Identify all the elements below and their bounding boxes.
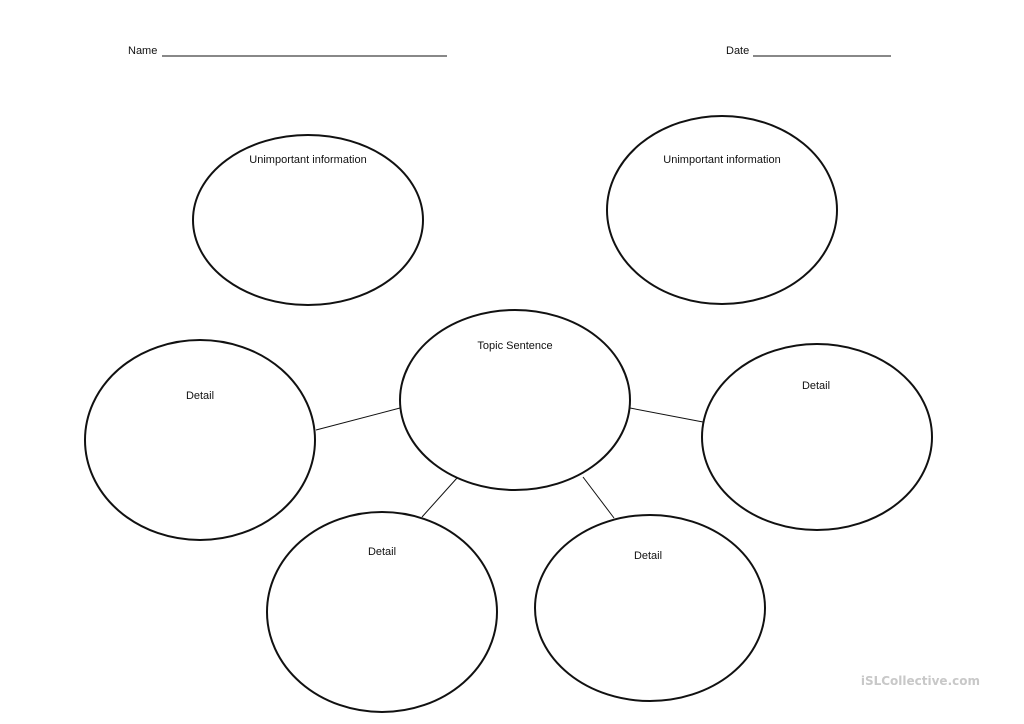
topic-label: Topic Sentence (477, 340, 552, 352)
date-label: Date (726, 45, 749, 57)
unimportant-left-label: Unimportant information (249, 154, 366, 166)
connector-bottom-left (421, 477, 458, 518)
detail-bubble-left (84, 339, 316, 541)
connector-right (629, 407, 704, 423)
detail-bubble-bottom-left (266, 511, 498, 713)
detail-bubble-bottom-right (534, 514, 766, 702)
connector-bottom-right (582, 476, 615, 519)
detail-left-label: Detail (186, 390, 214, 402)
unimportant-bubble-right (606, 115, 838, 305)
connector-left (315, 407, 401, 431)
detail-right-label: Detail (802, 380, 830, 392)
watermark: iSLCollective.com (861, 674, 980, 688)
detail-bottom-right-label: Detail (634, 550, 662, 562)
detail-bottom-left-label: Detail (368, 546, 396, 558)
name-label: Name (128, 45, 157, 57)
unimportant-right-label: Unimportant information (663, 154, 780, 166)
detail-bubble-right (701, 343, 933, 531)
unimportant-bubble-left (192, 134, 424, 306)
topic-bubble (399, 309, 631, 491)
